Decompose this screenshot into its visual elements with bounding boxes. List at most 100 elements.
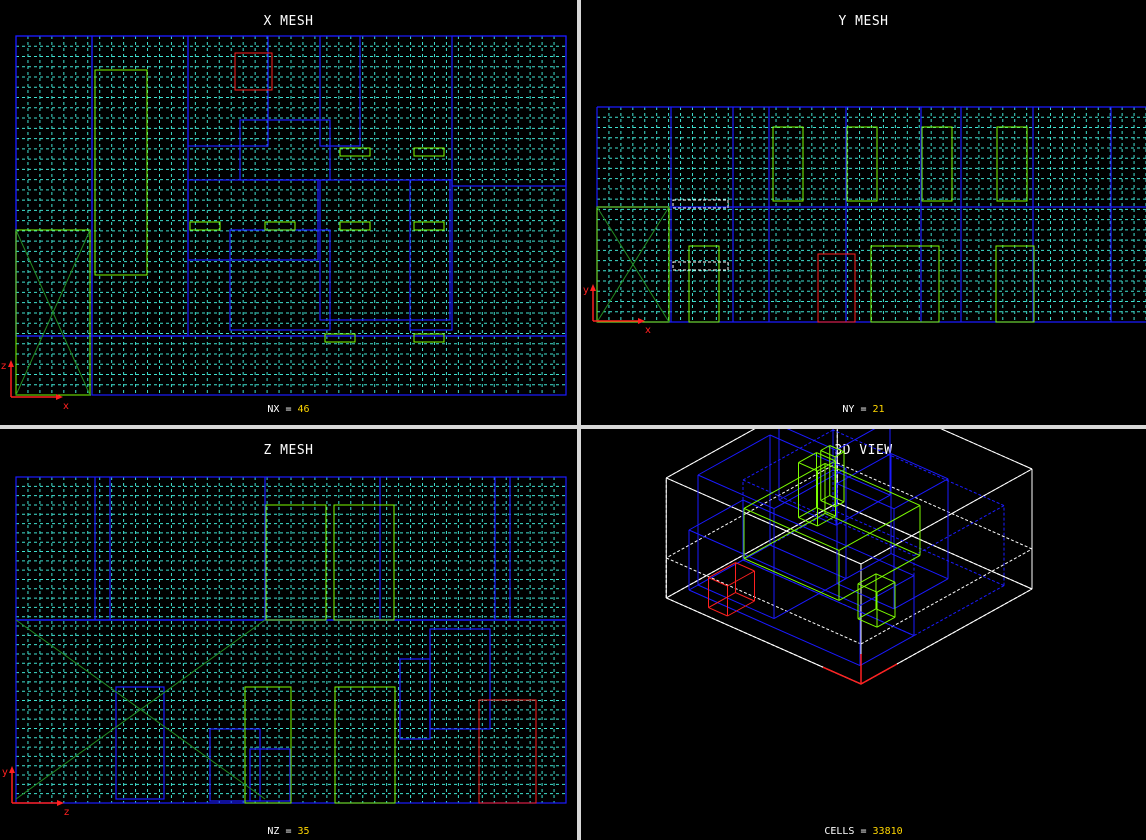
3d-obstacle	[857, 573, 877, 585]
3d-block	[688, 499, 744, 531]
z-mesh-footer: NZ = 35	[0, 826, 577, 837]
mesh-block	[115, 686, 165, 800]
3d-block	[913, 505, 1005, 557]
3d-block	[778, 469, 834, 501]
obstacle	[413, 333, 445, 343]
obstacle	[870, 245, 940, 323]
3d-obstacle	[816, 507, 836, 517]
3d-block	[859, 635, 915, 667]
z-mesh-canvas[interactable]: zy	[0, 429, 577, 840]
obstacle	[413, 221, 445, 231]
3d-obstacle	[875, 573, 896, 583]
3d-block	[832, 509, 1005, 587]
3d-floor-box	[666, 557, 862, 645]
3d-fire-source	[708, 607, 728, 617]
axis-horizontal-arrow	[57, 800, 64, 806]
x-mesh-canvas[interactable]: xz	[0, 0, 577, 425]
vent-diagonal	[15, 229, 91, 396]
obstacle	[846, 126, 878, 202]
horizontal-divider[interactable]	[0, 425, 1146, 429]
3d-floor-box	[837, 462, 1033, 550]
3d-fire-source	[727, 570, 755, 587]
3d-block	[890, 553, 949, 580]
cells-value: 33810	[872, 826, 903, 837]
axis-vertical-label: y	[583, 285, 589, 296]
3d-view-footer: CELLS = 33810	[581, 826, 1146, 837]
mesh-block	[319, 35, 361, 147]
obstacle	[339, 147, 371, 157]
vertical-divider[interactable]	[577, 0, 581, 840]
axis-horizontal-arrow	[638, 318, 645, 324]
nz-value: 35	[297, 826, 310, 837]
3d-fire-source	[735, 592, 755, 602]
y-mesh-canvas[interactable]: xy	[581, 0, 1146, 425]
3d-block	[859, 575, 915, 607]
3d-block	[835, 429, 876, 451]
3d-block	[835, 494, 891, 526]
3d-block	[786, 429, 837, 451]
obstacle	[94, 69, 148, 276]
3d-view-canvas[interactable]	[581, 429, 1146, 840]
3d-obstacle	[876, 581, 896, 593]
3d-block	[913, 585, 1005, 637]
obstacle	[772, 126, 804, 202]
obstacle	[413, 147, 445, 157]
obstacle	[333, 504, 395, 621]
3d-block	[893, 578, 949, 610]
3d-obstacle	[820, 500, 836, 508]
mesh-block	[209, 728, 261, 802]
3d-block	[893, 478, 949, 510]
vent-diagonal	[596, 206, 670, 323]
x-mesh-footer: NX = 46	[0, 404, 577, 415]
obstacle	[995, 245, 1035, 323]
obstacle	[688, 245, 720, 323]
nx-value: 46	[297, 404, 310, 415]
mesh-block	[249, 748, 291, 802]
3d-fire-source	[727, 600, 755, 617]
3d-floor-box	[860, 548, 1033, 645]
3d-block	[836, 583, 895, 610]
3d-domain-box	[940, 429, 1033, 470]
3d-domain-box	[860, 468, 1033, 565]
obstacle	[996, 126, 1028, 202]
obstacle	[339, 221, 371, 231]
3d-block	[742, 429, 834, 481]
vent-area	[596, 206, 670, 323]
mesh-block	[15, 35, 567, 337]
3d-fire-source	[708, 562, 736, 579]
obstacle	[244, 686, 292, 804]
fire-source	[234, 52, 273, 91]
3d-domain-box	[666, 477, 862, 565]
opening	[672, 261, 729, 271]
3d-obstacle	[743, 507, 840, 551]
axis-vertical-label: z	[1, 361, 6, 372]
y-mesh-footer: NY = 21	[581, 404, 1146, 415]
3d-block	[697, 474, 775, 510]
3d-block	[832, 429, 1005, 507]
3d-obstacle	[857, 608, 877, 620]
3d-fire-source	[708, 577, 728, 587]
3d-obstacle	[829, 495, 845, 503]
axis-vertical-label: y	[2, 767, 8, 778]
3d-obstacle	[817, 515, 836, 527]
y-mesh-title: Y MESH	[838, 14, 889, 29]
3d-obstacle	[857, 583, 878, 593]
nx-label: NX =	[267, 404, 292, 415]
3d-obstacle	[834, 501, 845, 508]
obstacle	[334, 686, 396, 804]
3d-fire-source	[708, 592, 736, 609]
3d-obstacle	[798, 517, 818, 527]
z-mesh-title: Z MESH	[263, 443, 314, 458]
mesh-block	[451, 35, 567, 187]
3d-obstacle	[838, 504, 921, 551]
3d-block	[832, 469, 891, 496]
3d-view-panel[interactable]: 3D VIEW CELLS = 33810	[581, 429, 1146, 840]
3d-obstacle	[875, 608, 896, 618]
3d-floor-box	[666, 462, 838, 559]
mesh-block	[429, 628, 491, 730]
3d-floor-box	[837, 502, 1033, 590]
3d-axis-y	[822, 666, 862, 685]
